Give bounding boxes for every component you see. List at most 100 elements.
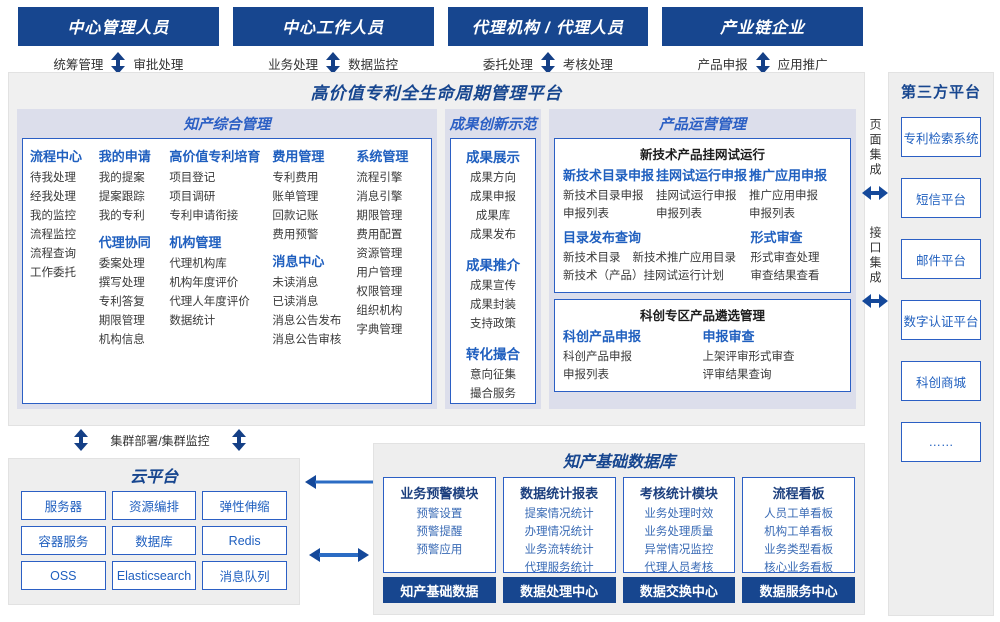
- database-module-item[interactable]: 代理人员考核: [644, 562, 714, 574]
- operation-menu-item[interactable]: 挂网试运行申报: [656, 190, 737, 202]
- database-module-item[interactable]: 核心业务看板: [764, 562, 834, 574]
- achievement-group-header[interactable]: 转化撮合: [466, 347, 520, 362]
- comp-menu-item[interactable]: 期限管理: [356, 210, 403, 222]
- operation-menu-item[interactable]: 审查结果查看: [750, 270, 820, 282]
- achievement-menu-item[interactable]: 成果宣传: [470, 280, 516, 292]
- cloud-cell-7[interactable]: Elasticsearch: [111, 561, 197, 590]
- comp-menu-item[interactable]: 流程查询: [30, 248, 76, 260]
- operation-group-header[interactable]: 挂网试运行申报: [656, 168, 748, 183]
- comp-menu-item[interactable]: 组织机构: [356, 305, 403, 317]
- operation-group-header[interactable]: 目录发布查询: [563, 230, 642, 245]
- comp-menu-item[interactable]: 数据统计: [169, 315, 216, 327]
- cloud-cell-0[interactable]: 服务器: [21, 491, 106, 520]
- comp-menu-item[interactable]: 委案处理: [98, 258, 145, 270]
- achievement-group-header[interactable]: 成果推介: [466, 258, 520, 273]
- comp-menu-item[interactable]: 代理机构库: [169, 258, 227, 270]
- database-module-item[interactable]: 预警提醒: [416, 526, 463, 538]
- comp-menu-item[interactable]: 我的提案: [98, 172, 145, 184]
- cloud-cell-8[interactable]: 消息队列: [202, 561, 287, 590]
- third-party-item-3[interactable]: 数字认证平台: [901, 300, 981, 340]
- comp-menu-item[interactable]: 权限管理: [356, 286, 403, 298]
- database-module-item[interactable]: 业务类型看板: [764, 544, 834, 556]
- comp-menu-item[interactable]: 项目调研: [169, 191, 216, 203]
- comp-menu-item[interactable]: 用户管理: [356, 267, 403, 279]
- comp-menu-item[interactable]: 流程引擎: [356, 172, 403, 184]
- comp-menu-item[interactable]: 项目登记: [169, 172, 216, 184]
- operation-menu-item[interactable]: 推广应用申报: [749, 190, 818, 202]
- comp-menu-item[interactable]: 待我处理: [30, 172, 76, 184]
- operation-menu-item[interactable]: 形式审查处理: [750, 252, 820, 264]
- database-module-item[interactable]: 办理情况统计: [524, 526, 594, 538]
- comp-group-header[interactable]: 流程中心: [30, 149, 83, 164]
- operation-menu-item[interactable]: 上架评审形式审查: [702, 351, 795, 363]
- comp-menu-item[interactable]: 资源管理: [356, 248, 403, 260]
- comp-menu-item[interactable]: 账单管理: [272, 191, 319, 203]
- comp-group-header[interactable]: 消息中心: [272, 254, 325, 269]
- comp-menu-item[interactable]: 代理人年度评价: [169, 296, 250, 308]
- database-module-item[interactable]: 人员工单看板: [764, 508, 834, 520]
- comp-menu-item[interactable]: 费用配置: [356, 229, 403, 241]
- comp-menu-item[interactable]: 专利申请衔接: [169, 210, 239, 222]
- operation-group-header[interactable]: 推广应用申报: [749, 168, 828, 183]
- operation-menu-item[interactable]: 申报列表: [563, 208, 609, 220]
- database-module-item[interactable]: 提案情况统计: [524, 508, 594, 520]
- operation-menu-item[interactable]: 申报列表: [749, 208, 795, 220]
- comp-menu-item[interactable]: 流程监控: [30, 229, 76, 241]
- database-module-item[interactable]: 预警应用: [416, 544, 463, 556]
- achievement-menu-item[interactable]: 撮合服务: [470, 388, 516, 400]
- comp-menu-item[interactable]: 撰写处理: [98, 277, 145, 289]
- third-party-item-2[interactable]: 邮件平台: [901, 239, 981, 279]
- comp-menu-item[interactable]: 专利费用: [272, 172, 319, 184]
- comp-menu-item[interactable]: 消息引擎: [356, 191, 403, 203]
- database-module-item[interactable]: 异常情况监控: [644, 544, 714, 556]
- comp-group-header[interactable]: 机构管理: [169, 235, 222, 250]
- operation-menu-item[interactable]: 新技术目录: [563, 252, 621, 264]
- third-party-item-5[interactable]: ……: [901, 422, 981, 462]
- achievement-menu-item[interactable]: 成果库: [475, 210, 511, 222]
- database-center-bar[interactable]: 数据服务中心: [742, 577, 855, 603]
- comp-menu-item[interactable]: 我的监控: [30, 210, 76, 222]
- operation-menu-item[interactable]: 科创产品申报: [563, 351, 632, 363]
- comp-group-header[interactable]: 高价值专利培育: [169, 149, 261, 164]
- third-party-item-4[interactable]: 科创商城: [901, 361, 981, 401]
- database-module-item[interactable]: 机构工单看板: [764, 526, 834, 538]
- comp-menu-item[interactable]: 已读消息: [272, 296, 319, 308]
- cloud-cell-6[interactable]: OSS: [21, 561, 106, 590]
- operation-group-header[interactable]: 形式审查: [750, 230, 803, 245]
- achievement-menu-item[interactable]: 支持政策: [470, 318, 516, 330]
- comp-menu-item[interactable]: 机构年度评价: [169, 277, 239, 289]
- database-center-bar[interactable]: 数据交换中心: [622, 577, 736, 603]
- comp-menu-item[interactable]: 消息公告审核: [272, 334, 342, 346]
- comp-menu-item[interactable]: 工作委托: [30, 267, 76, 279]
- comp-group-header[interactable]: 我的申请: [98, 149, 151, 164]
- achievement-group-header[interactable]: 成果展示: [466, 150, 520, 165]
- comp-menu-item[interactable]: 机构信息: [98, 334, 145, 346]
- comp-menu-item[interactable]: 未读消息: [272, 277, 319, 289]
- database-center-bar[interactable]: 知产基础数据: [383, 577, 496, 603]
- database-module-item[interactable]: 代理服务统计: [524, 562, 594, 574]
- comp-group-header[interactable]: 代理协同: [98, 235, 151, 250]
- operation-menu-item[interactable]: 申报列表: [563, 369, 609, 381]
- cloud-cell-3[interactable]: 容器服务: [21, 526, 106, 555]
- operation-menu-item[interactable]: 新技术（产品）挂网试运行计划: [563, 270, 724, 282]
- comp-menu-item[interactable]: 消息公告发布: [272, 315, 342, 327]
- operation-group-header[interactable]: 科创产品申报: [563, 329, 642, 344]
- cloud-cell-5[interactable]: Redis: [202, 526, 287, 555]
- operation-menu-item[interactable]: 申报列表: [656, 208, 702, 220]
- comp-menu-item[interactable]: 字典管理: [356, 324, 403, 336]
- operation-menu-item[interactable]: 新技术推广应用目录: [632, 252, 737, 264]
- achievement-menu-item[interactable]: 成果申报: [470, 191, 516, 203]
- database-module-item[interactable]: 预警设置: [416, 508, 463, 520]
- operation-menu-item[interactable]: 评审结果查询: [702, 369, 772, 381]
- comp-menu-item[interactable]: 专利答复: [98, 296, 145, 308]
- database-center-bar[interactable]: 数据处理中心: [502, 577, 616, 603]
- comp-group-header[interactable]: 系统管理: [356, 149, 409, 164]
- database-module-item[interactable]: 业务流转统计: [524, 544, 594, 556]
- operation-menu-item[interactable]: 新技术目录申报: [563, 190, 644, 202]
- achievement-menu-item[interactable]: 成果封装: [470, 299, 516, 311]
- cloud-cell-4[interactable]: 数据库: [111, 526, 197, 555]
- comp-group-header[interactable]: 费用管理: [272, 149, 325, 164]
- operation-group-header[interactable]: 新技术目录申报: [563, 168, 655, 183]
- third-party-item-0[interactable]: 专利检索系统: [901, 117, 981, 157]
- comp-menu-item[interactable]: 经我处理: [30, 191, 76, 203]
